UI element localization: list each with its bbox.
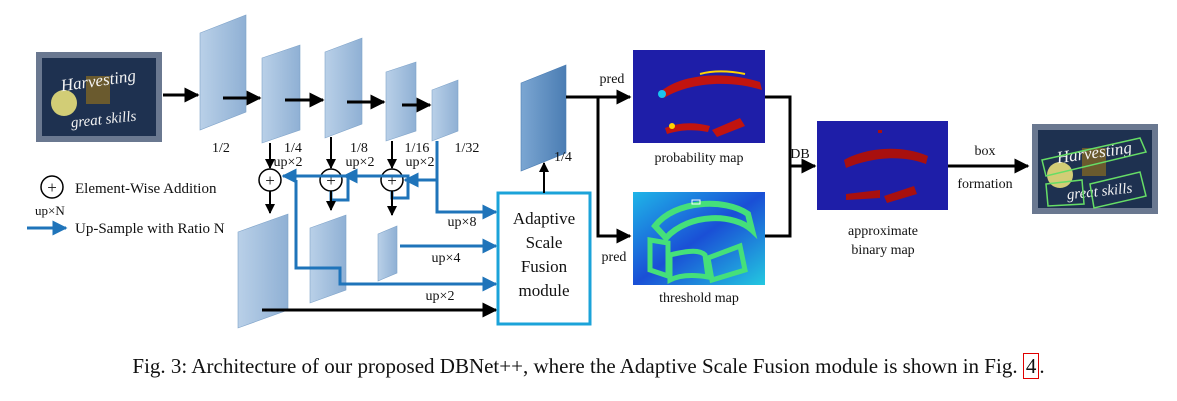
legend-element-wise-label: Element-Wise Addition <box>75 181 217 197</box>
threshold-map <box>633 192 765 285</box>
svg-text:+: + <box>265 171 275 190</box>
legend-upn-label: up×N <box>35 203 65 218</box>
pred-label-bottom: pred <box>602 250 627 265</box>
upsample-label-3: up×2 <box>406 155 435 170</box>
asf-module: Adaptive Scale Fusion module <box>496 191 592 326</box>
legend-add-icon: + <box>40 175 64 199</box>
box-formation-line-2: formation <box>957 177 1012 192</box>
up8-label: up×8 <box>448 215 477 230</box>
upsample-label-2: up×2 <box>346 155 375 170</box>
output-image: Harvesting great skills <box>1032 124 1158 214</box>
asf-line-1: Adaptive <box>513 209 575 228</box>
svg-text:+: + <box>47 178 57 197</box>
up4-label: up×4 <box>432 251 461 266</box>
pred-label-top: pred <box>600 72 625 87</box>
feature-block-p3 <box>309 214 347 304</box>
pred-arrows <box>566 89 632 244</box>
approximate-binary-map <box>817 121 948 210</box>
asf-line-4: module <box>519 281 570 300</box>
svg-text:+: + <box>326 171 336 190</box>
db-label: DB <box>790 147 809 162</box>
figure-caption: Fig. 3: Architecture of our proposed DBN… <box>0 353 1177 379</box>
legend: + Element-Wise Addition up×N Up-Sample w… <box>27 175 225 237</box>
asf-upsample-arrows <box>294 180 498 292</box>
backbone-to-add-arrows <box>265 137 397 169</box>
asf-line-3: Fusion <box>521 257 568 276</box>
backbone-block-1-2 <box>199 14 247 131</box>
scale-label-1-16: 1/16 <box>405 141 430 156</box>
approx-binary-line-2: binary map <box>851 243 914 258</box>
approx-binary-line-1: approximate <box>848 224 918 239</box>
feature-block-p4 <box>377 225 398 282</box>
backbone-block-1-4 <box>261 44 301 144</box>
probability-map <box>633 50 765 143</box>
add-node-1: + <box>258 168 282 192</box>
figure-reference-link[interactable]: 4 <box>1022 353 1040 379</box>
fused-scale-label: 1/4 <box>554 150 572 165</box>
add-node-2: + <box>319 168 343 192</box>
fused-feature-block <box>520 64 567 172</box>
backbone-block-1-16 <box>385 61 417 142</box>
db-arrows <box>765 95 817 238</box>
threshold-map-label: threshold map <box>659 291 739 306</box>
asf-line-2: Scale <box>526 233 563 252</box>
box-formation-line-1: box <box>975 144 996 159</box>
scale-label-1-2: 1/2 <box>212 141 230 156</box>
scale-label-1-8: 1/8 <box>350 141 368 156</box>
caption-text: Fig. 3: Architecture of our proposed DBN… <box>132 354 1023 378</box>
legend-upsample-label: Up-Sample with Ratio N <box>75 221 225 237</box>
backbone-arrows <box>163 87 432 113</box>
input-image-text-2: great skills <box>70 109 137 132</box>
add-to-feature-arrows <box>265 191 397 216</box>
backbone-block-1-8 <box>324 37 363 139</box>
backbone-block-1-32 <box>431 79 459 142</box>
probability-map-label: probability map <box>654 151 743 166</box>
upsample-label-1: up×2 <box>274 155 303 170</box>
up2-bottom-label: up×2 <box>426 289 455 304</box>
scale-label-1-4: 1/4 <box>284 141 302 156</box>
caption-end: . <box>1039 354 1045 378</box>
svg-text:+: + <box>387 171 397 190</box>
scale-label-1-32: 1/32 <box>455 141 480 156</box>
add-node-3: + <box>380 168 404 192</box>
input-image: Harvesting great skills <box>36 52 162 142</box>
